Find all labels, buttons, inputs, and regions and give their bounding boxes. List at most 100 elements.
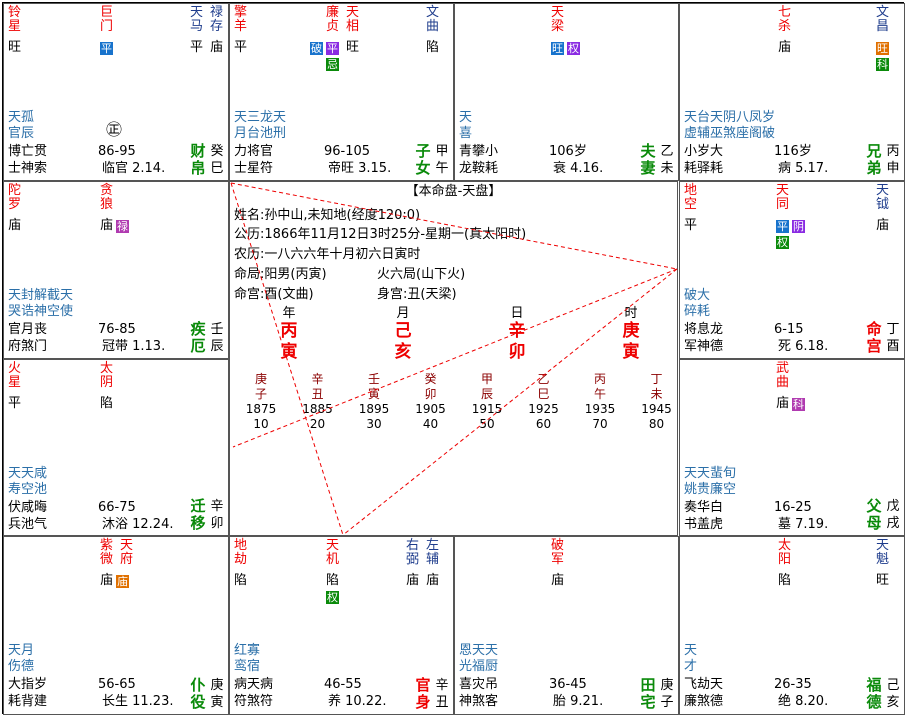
center-header: 【本命盘-天盘】 — [405, 184, 502, 199]
dayun-branch: 未 — [650, 387, 663, 401]
pillar-branch: 亥 — [394, 342, 412, 362]
life-stage-mao: 沐浴 12.24. — [102, 517, 174, 532]
age-range-shen: 116岁 — [774, 144, 812, 159]
life-stage-wu: 帝旺 3.15. — [328, 161, 392, 176]
star-char: 曲 — [776, 375, 790, 390]
general-stars-xu-0: 奏华白 — [684, 500, 724, 515]
lunar-date-line: 农历:一八六六年十月初六日寅时 — [234, 247, 421, 262]
dayun-stem: 癸 — [424, 372, 437, 386]
star-char: 曲 — [426, 19, 440, 34]
pillar-1: 月己亥 — [388, 306, 418, 363]
brightness-chou-1: 陷 — [326, 573, 340, 588]
sihua-tag-you-1: 阴 — [792, 220, 805, 233]
age-range-xu: 16-25 — [774, 500, 812, 515]
dayun-age: 80 — [648, 417, 665, 431]
brightness-si-0: 旺 — [8, 40, 22, 55]
general-stars-hai-1: 廉煞德 — [684, 694, 724, 709]
star-char: 天 — [326, 538, 340, 553]
star-char: 府 — [120, 552, 134, 567]
sihua-tag-yin-0: 庙 — [116, 575, 129, 588]
brightness-you-0: 平 — [684, 218, 698, 233]
minor-stars-chen: 天封解截天 哭诰神空使 — [8, 288, 74, 319]
life-stage-you: 死 6.18. — [778, 339, 829, 354]
general-stars-wu-1: 士星符 — [234, 161, 274, 176]
palace-name-hai: 福德 — [866, 676, 882, 711]
palace-name-shen: 兄弟 — [866, 142, 882, 177]
pillar-0: 年丙寅 — [274, 306, 304, 363]
star-char: 同 — [776, 197, 790, 212]
general-stars-shen-0: 小岁大 — [684, 144, 724, 159]
star-char: 梁 — [551, 19, 565, 34]
zhengyao-symbol-icon: ㊣ — [106, 120, 123, 139]
star-char: 文 — [876, 5, 890, 20]
star-hai-0: 太阳 — [778, 539, 791, 567]
age-range-chen: 76-85 — [98, 322, 136, 337]
dayun-age: 70 — [592, 417, 608, 431]
dayun-branch: 辰 — [480, 387, 493, 401]
palace-name-wu: 子女 — [415, 142, 431, 177]
star-char: 地 — [234, 538, 248, 553]
star-char: 天 — [551, 5, 565, 20]
general-stars-yin-0: 大指岁 — [8, 677, 48, 692]
ganzhi-yin: 庚寅 — [210, 678, 224, 710]
star-you-2: 天钺 — [876, 184, 889, 212]
general-stars-wei-0: 青攀小 — [459, 144, 499, 159]
star-char: 相 — [346, 19, 360, 34]
sihua-tag-wu-1: 平 — [326, 42, 339, 55]
star-char: 廉 — [326, 5, 340, 20]
dayun-age: 10 — [253, 417, 269, 431]
star-char: 马 — [190, 19, 204, 34]
sihua-tag-chen-0: 禄 — [116, 220, 129, 233]
star-char: 太 — [778, 538, 792, 553]
star-shen-1: 文昌 — [876, 6, 889, 34]
age-range-wu: 96-105 — [324, 144, 371, 159]
age-range-you: 6-15 — [774, 322, 804, 337]
dayun-stem: 乙 — [537, 372, 550, 386]
pillar-branch: 寅 — [280, 342, 298, 362]
ganzhi-wu: 甲午 — [435, 144, 449, 176]
pillar-stem: 丙 — [280, 321, 298, 341]
star-zi-0: 破军 — [551, 539, 564, 567]
star-char: 右 — [406, 538, 420, 553]
general-stars-mao-1: 兵池气 — [8, 517, 48, 532]
star-chou-0: 地劫 — [234, 539, 247, 567]
star-char: 星 — [8, 19, 22, 34]
ganzhi-chen: 壬辰 — [210, 322, 224, 354]
pillar-2: 日辛卯 — [502, 306, 532, 363]
dayun-age: 40 — [422, 417, 439, 431]
pillar-stem: 庚 — [622, 321, 640, 341]
pillar-label: 时 — [624, 306, 638, 321]
life-stage-shen: 病 5.17. — [778, 161, 829, 176]
sihua-tag-wu-0: 破 — [310, 42, 323, 55]
dayun-stem: 甲 — [480, 372, 493, 386]
life-stage-chou: 养 10.22. — [328, 694, 387, 709]
dayun-year: 1915 — [471, 402, 503, 416]
palace-name-zi: 田宅 — [640, 676, 656, 711]
brightness-zi-0: 庙 — [551, 573, 565, 588]
sihua-tag-you-2: 权 — [776, 236, 789, 249]
minor-stars-you: 破大 碎耗 — [684, 288, 711, 319]
general-stars-si-1: 士神索 — [8, 161, 48, 176]
brightness-shen-0: 庙 — [778, 40, 792, 55]
ganzhi-xu: 戊戌 — [886, 499, 900, 531]
sihua-tag-wei-1: 权 — [567, 42, 580, 55]
star-char: 羊 — [234, 19, 248, 34]
brightness-chen-1: 庙 — [100, 218, 114, 233]
star-si-1: 巨门 — [100, 6, 113, 34]
ganzhi-you: 丁酉 — [886, 322, 900, 354]
